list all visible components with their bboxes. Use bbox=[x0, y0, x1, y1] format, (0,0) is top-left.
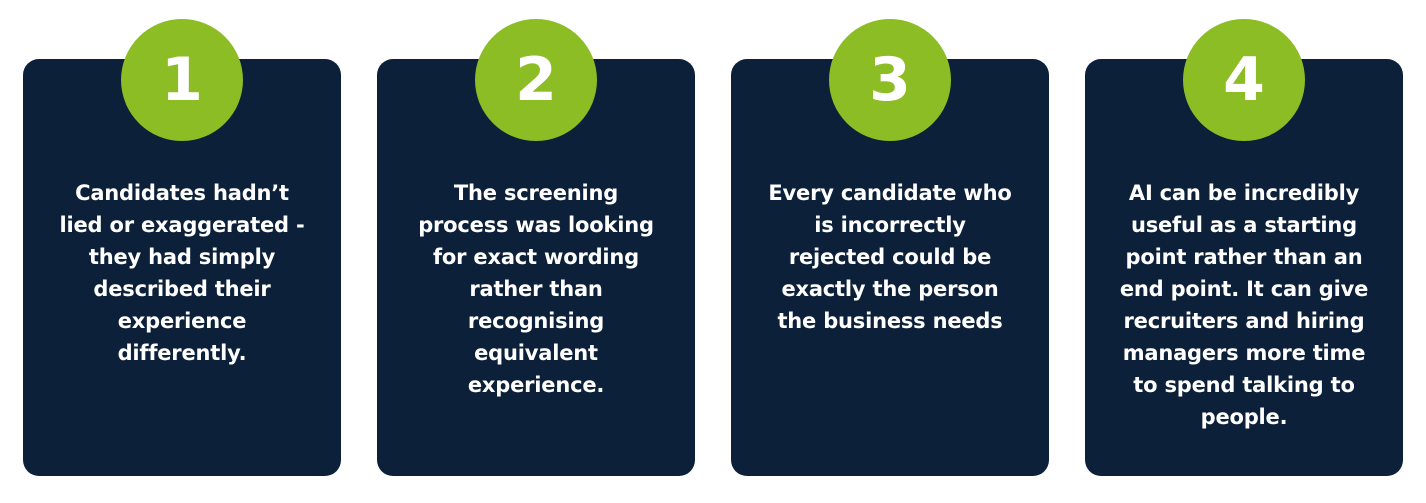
point-card-4: 4 AI can be incredibly useful as a start… bbox=[1085, 19, 1403, 476]
point-text-4: AI can be incredibly useful as a startin… bbox=[1119, 181, 1369, 429]
point-card-3: 3 Every candidate who is incorrectly rej… bbox=[731, 19, 1049, 476]
step-number-badge-3: 3 bbox=[829, 19, 951, 141]
point-text-2: The screening process was looking for ex… bbox=[418, 181, 654, 397]
point-text-3: Every candidate who is incorrectly rejec… bbox=[768, 181, 1012, 333]
step-number-badge-4: 4 bbox=[1183, 19, 1305, 141]
point-card-1: 1 Candidates hadn’t lied or exaggerated … bbox=[23, 19, 341, 476]
step-number-badge-1: 1 bbox=[121, 19, 243, 141]
point-card-2: 2 The screening process was looking for … bbox=[377, 19, 695, 476]
step-number-badge-2: 2 bbox=[475, 19, 597, 141]
point-text-1: Candidates hadn’t lied or exaggerated - … bbox=[59, 181, 305, 365]
